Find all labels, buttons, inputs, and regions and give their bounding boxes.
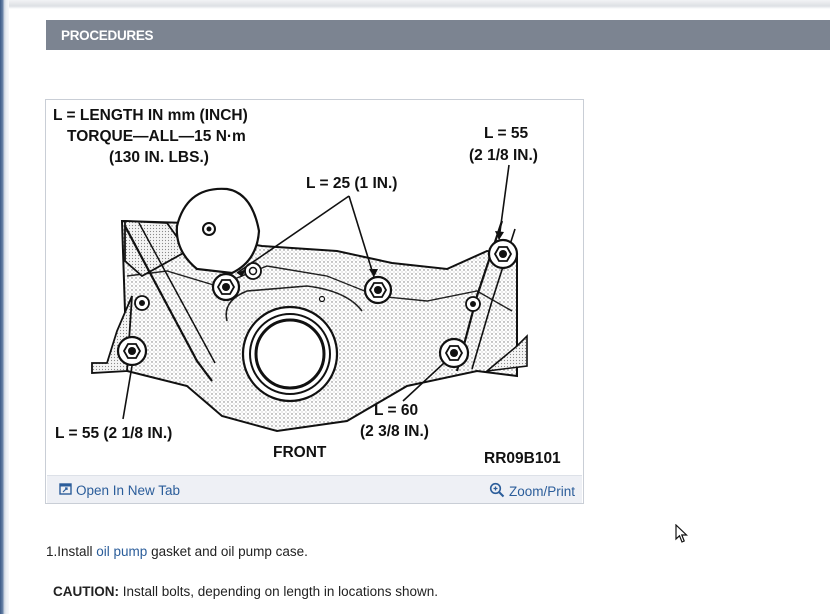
crank-bore-inner [254,318,326,390]
label-bottom-right-inch: (2 3/8 IN.) [360,423,429,440]
bolt-bottom-right [438,337,470,369]
bolt-bottom-left [116,335,148,367]
open-new-tab-icon [59,482,72,498]
label-front: FRONT [273,444,327,461]
zoom-magnifier-icon [489,482,505,501]
section-header: PROCEDURES [46,20,830,50]
window-left-edge [0,0,9,614]
bolt-top-right [487,238,519,270]
right-flange [484,334,528,373]
oil-pump-diagram: L = LENGTH IN mm (INCH) TORQUE—ALL—15 N·… [47,101,582,475]
open-in-new-tab-label: Open In New Tab [76,482,181,498]
figure-footer: Open In New Tab Zoom/Print [47,475,582,503]
figure-container: L = LENGTH IN mm (INCH) TORQUE—ALL—15 N·… [45,99,584,504]
label-bottom-left: L = 55 (2 1/8 IN.) [55,425,172,442]
legend-line-2: TORQUE—ALL—15 N·m [67,128,246,145]
zoom-print-label: Zoom/Print [508,484,575,499]
label-center-top: L = 25 (1 IN.) [306,175,397,192]
zoom-print-link[interactable]: Zoom/Print [489,482,575,501]
caution-label: CAUTION: [53,584,119,599]
upper-lobe [175,187,261,275]
caution-body: Install bolts, depending on length in lo… [119,584,438,599]
label-top-right-length: L = 55 [484,125,528,142]
label-top-right-inch: (2 1/8 IN.) [469,147,538,164]
step-1-text: 1.Install oil pump gasket and oil pump c… [46,544,308,559]
figure-code: RR09B101 [484,450,561,467]
legend-line-3: (130 IN. LBS.) [109,149,209,166]
window-top-edge [9,0,830,9]
step-1-suffix: gasket and oil pump case. [147,544,308,559]
caution-note: CAUTION: Install bolts, depending on len… [53,584,438,599]
bolt-top-left [211,272,241,302]
label-bottom-right-length: L = 60 [374,402,418,419]
legend-line-1: L = LENGTH IN mm (INCH) [53,107,248,124]
step-1-prefix: 1.Install [46,544,97,559]
open-in-new-tab-link[interactable]: Open In New Tab [59,482,180,498]
mouse-cursor-icon [675,523,689,549]
section-title: PROCEDURES [61,28,154,43]
oil-pump-link[interactable]: oil pump [96,544,148,559]
bolt-top-center [363,275,393,305]
